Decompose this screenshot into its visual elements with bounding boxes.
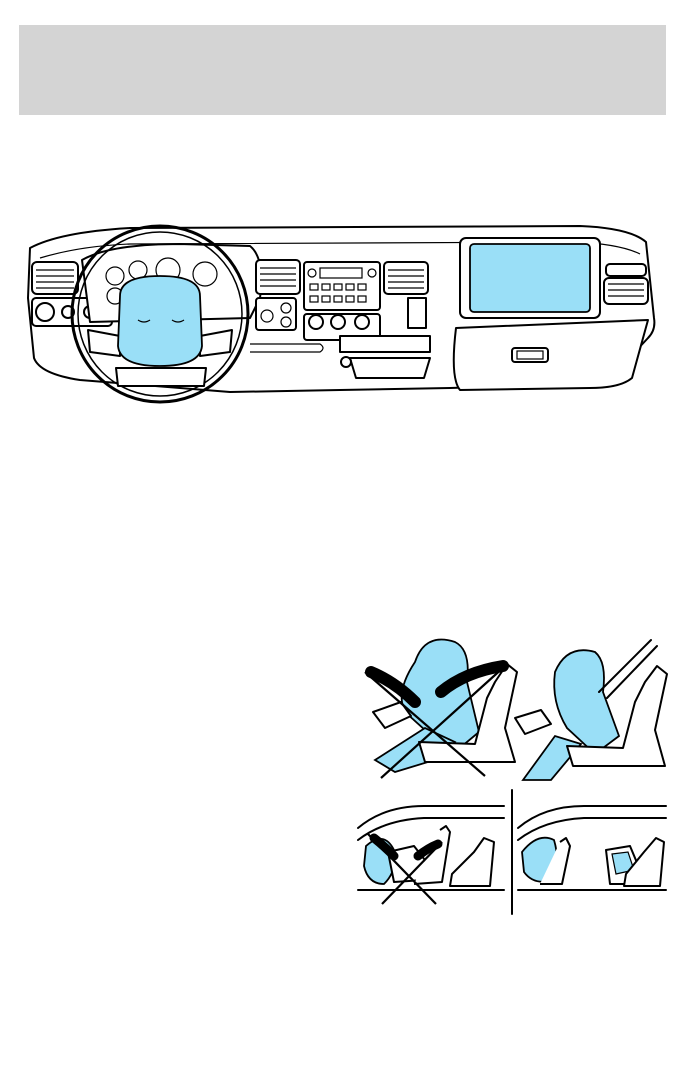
rear-facing-child-seat-illustration: [354, 790, 670, 914]
front-occupant-position-illustration: [355, 632, 677, 780]
driver-airbag-highlight: [118, 276, 202, 366]
dashboard-airbags-illustration: [20, 218, 662, 428]
passenger-airbag-highlight: [470, 244, 590, 312]
child-seat-front-crossed-panel: [358, 806, 504, 904]
occupant-too-close-panel: [365, 640, 517, 779]
child-seat-rear-correct-panel: [518, 806, 666, 890]
occupant-correct-position-panel: [515, 640, 667, 780]
page-header-band: [19, 25, 666, 115]
